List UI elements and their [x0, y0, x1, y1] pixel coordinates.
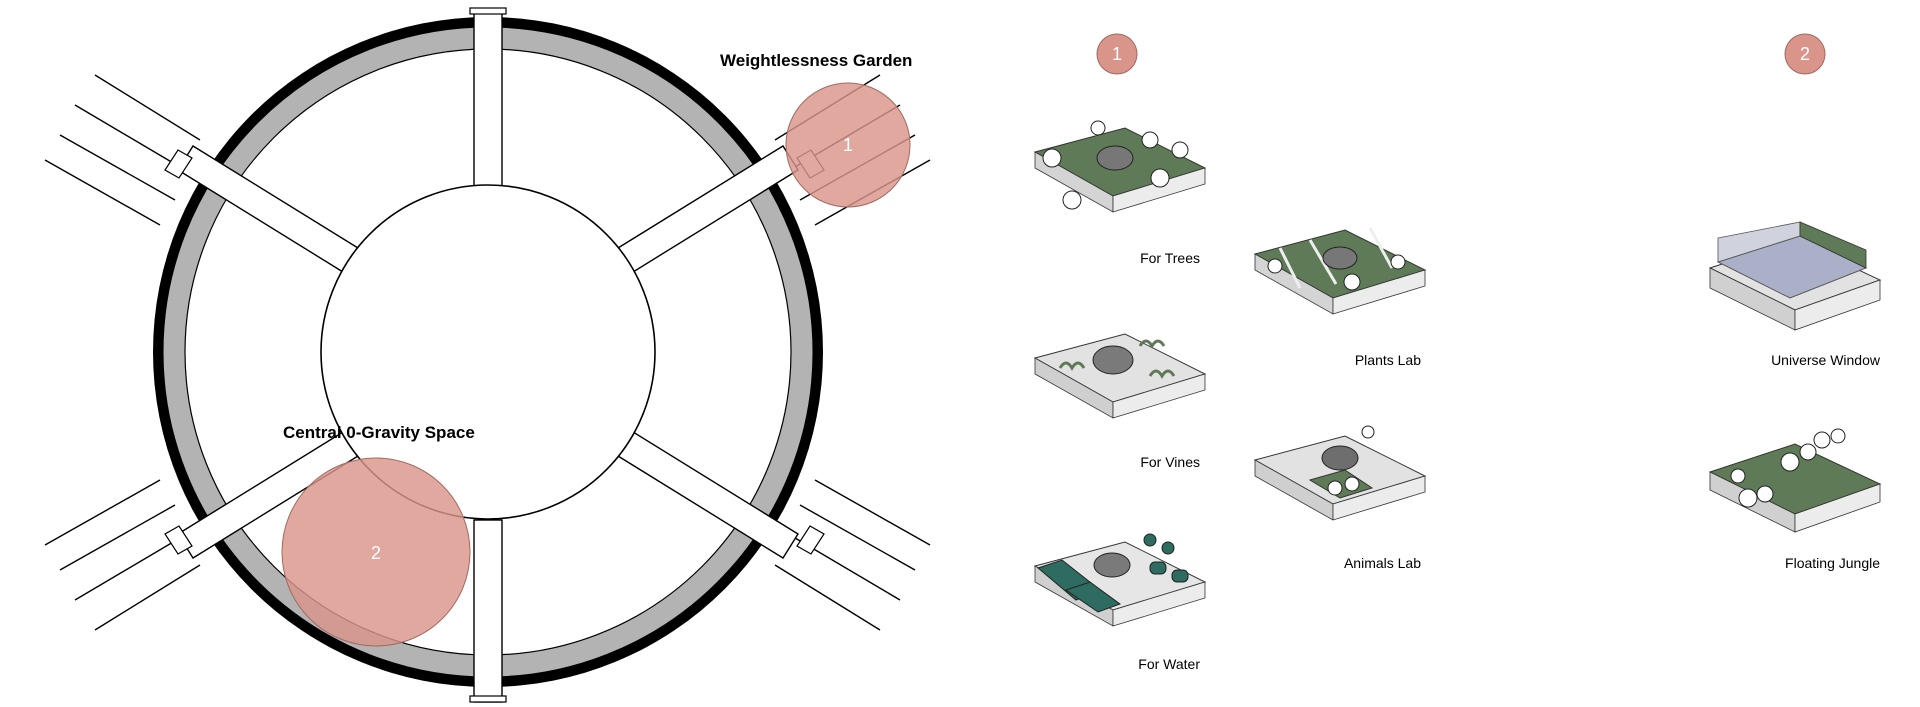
- module-animals-lab: Animals Lab: [1253, 425, 1427, 571]
- module-for-trees: For Trees: [1033, 120, 1207, 266]
- module-universe-window-caption: Universe Window: [1771, 352, 1881, 368]
- module-universe-window: Universe Window: [1708, 221, 1882, 368]
- module-for-water: For Water: [1033, 533, 1207, 672]
- badge-column-3: 2: [1784, 33, 1826, 75]
- station-plan: 1 Weightlessness Garden 2 Central 0-Grav…: [44, 7, 931, 703]
- callout-1: 1 Weightlessness Garden: [720, 51, 912, 208]
- module-for-water-caption: For Water: [1138, 656, 1200, 672]
- central-core: [320, 184, 656, 520]
- inner-spokes: [177, 11, 799, 703]
- module-plants-lab-caption: Plants Lab: [1355, 352, 1421, 368]
- badge-column-1-number: 1: [1112, 44, 1122, 64]
- module-for-vines: For Vines: [1033, 333, 1207, 470]
- module-floating-jungle-caption: Floating Jungle: [1785, 555, 1880, 571]
- callout-2-number: 2: [371, 543, 381, 563]
- callout-2-label: Central 0-Gravity Space: [283, 423, 475, 442]
- callout-2-circle: [281, 457, 471, 647]
- module-floating-jungle: Floating Jungle: [1708, 428, 1882, 571]
- module-plants-lab: Plants Lab: [1253, 227, 1427, 368]
- module-for-trees-caption: For Trees: [1140, 250, 1200, 266]
- badge-column-1: 1: [1096, 33, 1138, 75]
- module-animals-lab-caption: Animals Lab: [1344, 555, 1421, 571]
- module-for-vines-caption: For Vines: [1140, 454, 1200, 470]
- badge-column-3-number: 2: [1800, 44, 1810, 64]
- callout-1-circle: [785, 82, 911, 208]
- callout-2: 2 Central 0-Gravity Space: [281, 423, 475, 647]
- callout-1-number: 1: [843, 135, 853, 155]
- callout-1-label: Weightlessness Garden: [720, 51, 912, 70]
